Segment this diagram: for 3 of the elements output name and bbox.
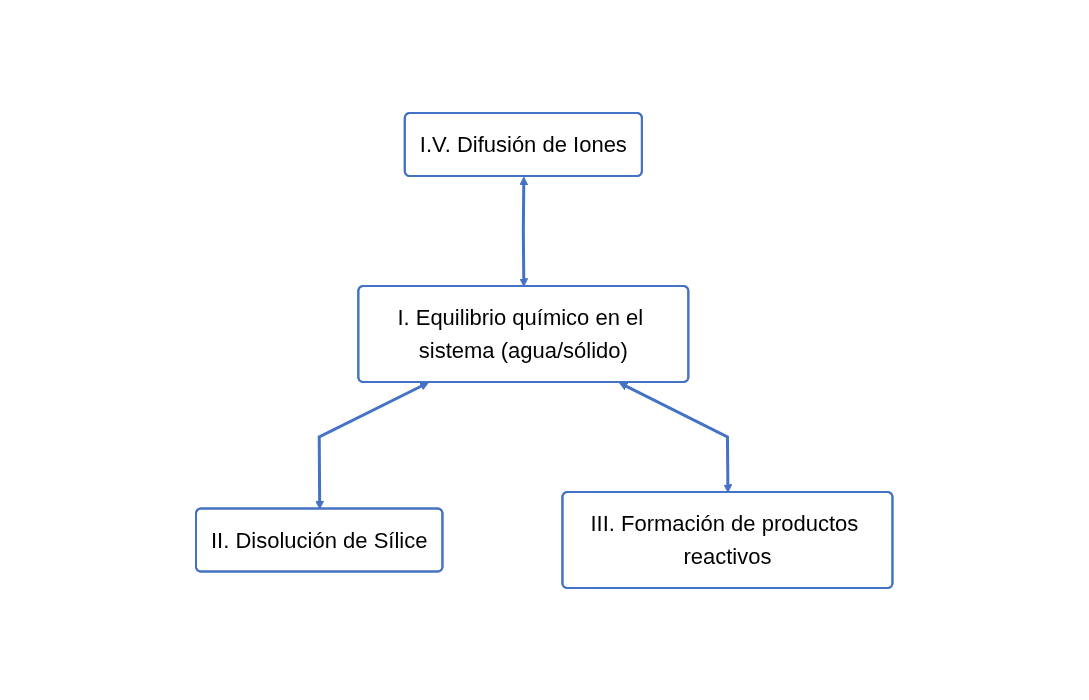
arrow	[619, 381, 733, 493]
arrow	[315, 381, 430, 509]
arrow	[519, 176, 529, 287]
